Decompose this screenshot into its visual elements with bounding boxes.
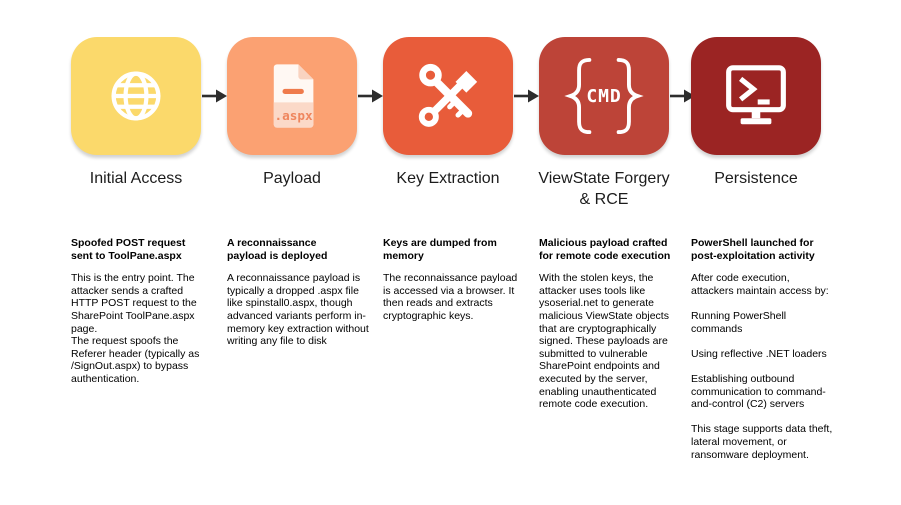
stage-persistence — [691, 37, 821, 155]
cmd-label: CMD — [586, 86, 621, 107]
tiles-row: .aspx — [71, 37, 821, 155]
stage-description-initial-access: Spoofed POST request sent to ToolPane.as… — [71, 237, 213, 386]
persistence-tile — [691, 37, 821, 155]
stage-label-payload: Payload — [263, 170, 321, 187]
description-heading: PowerShell launched for post-exploitatio… — [691, 237, 815, 263]
arrow-icon — [357, 37, 383, 155]
description-heading: Malicious payload crafted for remote cod… — [539, 237, 671, 263]
descriptions-row: Spoofed POST request sent to ToolPane.as… — [71, 237, 832, 461]
description-heading: Keys are dumped from memory — [383, 237, 497, 263]
cmd-braces-icon: CMD — [564, 57, 644, 135]
key-extraction-tile — [383, 37, 513, 155]
stage-initial-access — [71, 37, 227, 155]
description-body: This is the entry point. The attacker se… — [71, 272, 200, 385]
stage-description-viewstate-forgery: Malicious payload crafted for remote cod… — [539, 237, 681, 411]
arrow-icon — [513, 37, 539, 155]
stage-key-extraction — [383, 37, 539, 155]
stage-label-initial-access: Initial Access — [89, 170, 183, 187]
stage-label-viewstate-forgery: ViewState Forgery & RCE — [538, 170, 670, 208]
globe-icon — [111, 71, 161, 121]
stage-viewstate-forgery: CMD — [539, 37, 695, 155]
description-heading: A reconnaissance payload is deployed — [227, 237, 328, 263]
description-body: After code execution, attackers maintain… — [691, 272, 833, 461]
stage-description-key-extraction: Keys are dumped from memory The reconnai… — [383, 237, 525, 323]
stage-label-key-extraction: Key Extraction — [396, 170, 500, 187]
description-heading: Spoofed POST request sent to ToolPane.as… — [71, 237, 186, 263]
arrow-icon — [201, 37, 227, 155]
description-body: With the stolen keys, the attacker uses … — [539, 272, 669, 411]
arrow-icon — [669, 37, 695, 155]
description-body: A reconnaissance payload is typically a … — [227, 272, 369, 348]
flow-diagram: .aspx — [71, 37, 832, 461]
crossed-keys-icon — [418, 63, 478, 127]
stage-description-persistence: PowerShell launched for post-exploitatio… — [691, 237, 833, 461]
initial-access-tile — [71, 37, 201, 155]
aspx-file-icon: .aspx — [273, 64, 314, 128]
powershell-monitor-icon — [726, 65, 786, 125]
stage-label-persistence: Persistence — [714, 170, 798, 187]
aspx-file-label: .aspx — [275, 108, 313, 123]
stage-description-payload: A reconnaissance payload is deployed A r… — [227, 237, 369, 348]
description-body: The reconnaissance payload is accessed v… — [383, 272, 518, 323]
payload-tile: .aspx — [227, 37, 357, 155]
labels-row: Initial Access Payload Key Extraction Vi… — [71, 155, 821, 237]
viewstate-forgery-tile: CMD — [539, 37, 669, 155]
stage-payload: .aspx — [227, 37, 383, 155]
